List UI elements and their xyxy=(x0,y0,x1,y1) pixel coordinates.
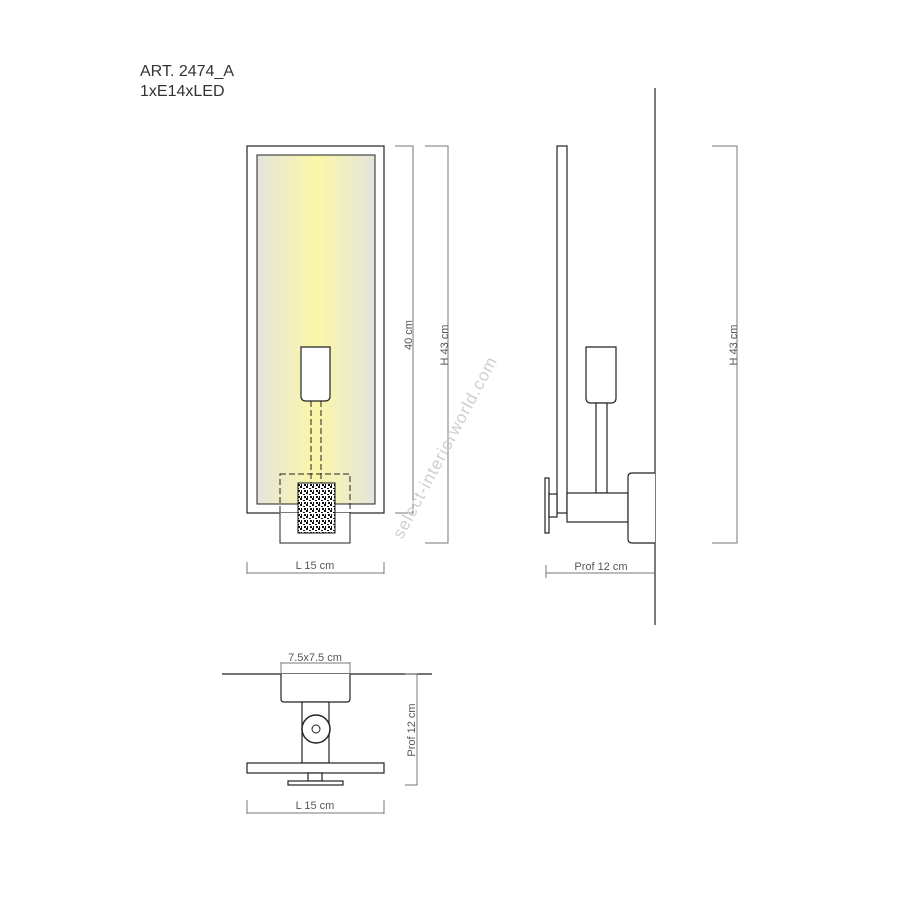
arm xyxy=(566,492,629,523)
article-number: ART. 2474_A xyxy=(140,63,234,80)
panel-side xyxy=(556,145,568,514)
socket xyxy=(300,346,331,402)
side-view: Prof 12 cm H 43 cm xyxy=(544,88,740,625)
lamp-spec: 1xE14xLED xyxy=(140,83,225,100)
side-depth-label: Prof 12 cm xyxy=(574,561,627,573)
top-length-label: L 15 cm xyxy=(296,800,335,812)
glowing-panel xyxy=(256,154,376,505)
textured-base xyxy=(297,482,336,534)
wall-plate xyxy=(627,472,655,544)
watermark: select-interiorworld.com xyxy=(389,353,501,542)
front-view: 40 cm H 43 cm L 15 cm xyxy=(246,145,451,574)
side-height-label: H 43 cm xyxy=(728,325,740,366)
base-plate-top xyxy=(280,674,351,703)
top-depth-label: Prof 12 cm xyxy=(406,703,418,756)
socket-side xyxy=(585,346,617,404)
panel-height-label: 40 cm xyxy=(403,320,415,350)
top-view: 7.5x7.5 cm Prof 12 cm L 15 cm xyxy=(222,652,432,814)
front-length-label: L 15 cm xyxy=(296,560,335,572)
base-size-label: 7.5x7.5 cm xyxy=(288,652,342,664)
front-height-label: H 43 cm xyxy=(439,325,451,366)
